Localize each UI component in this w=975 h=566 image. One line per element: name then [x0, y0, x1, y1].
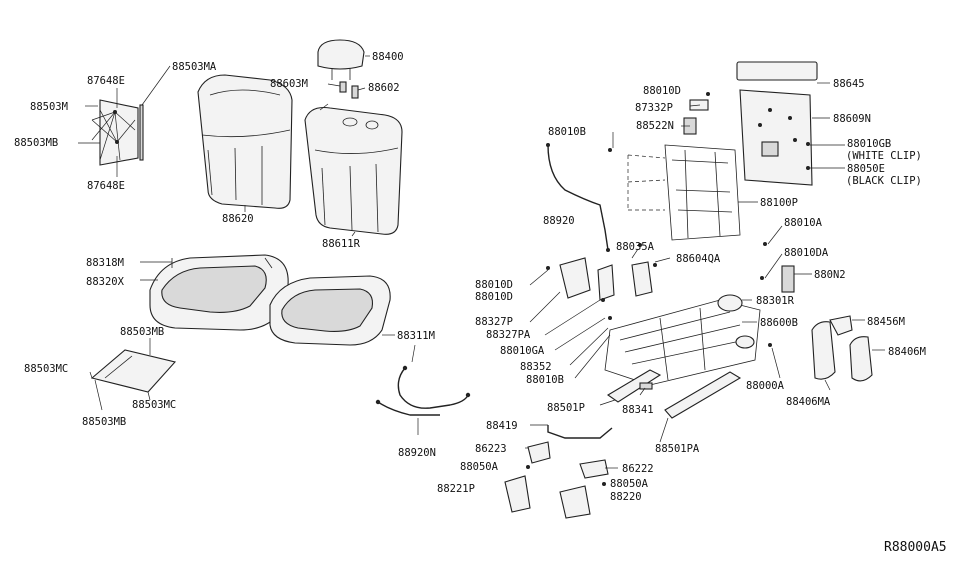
label-88406M: 88406M	[888, 346, 926, 358]
label-87648E-bottom: 87648E	[87, 180, 125, 192]
label-88327P: 88327P	[475, 316, 513, 328]
label-88221P: 88221P	[437, 483, 475, 495]
seat-cushion-frame	[604, 294, 761, 386]
label-88100P: 88100P	[760, 197, 798, 209]
label-88920N: 88920N	[398, 447, 436, 459]
label-88010B-bottom: 88010B	[526, 374, 564, 386]
back-board-assembly	[91, 99, 144, 166]
label-86223: 86223	[475, 443, 507, 455]
label-88050A-right: 88050A	[610, 478, 649, 490]
label-88010DA: 88010DA	[784, 247, 829, 259]
label-88522N: 88522N	[636, 120, 674, 132]
label-88220: 88220	[610, 491, 642, 503]
diagram-reference-code: R88000A5	[884, 540, 947, 555]
headrest	[317, 39, 365, 80]
label-88000A: 88000A	[746, 380, 785, 392]
label-white-clip: (WHITE CLIP)	[846, 150, 922, 162]
label-88611R: 88611R	[322, 238, 361, 250]
seat-pad-sheet	[90, 349, 177, 393]
seat-back-trim	[304, 106, 403, 235]
label-88010D-mid2: 88010D	[475, 291, 513, 303]
label-88419: 88419	[486, 420, 518, 432]
label-88503MA: 88503MA	[172, 61, 217, 73]
label-88503MB-bottom: 88503MB	[82, 416, 126, 428]
label-88352: 88352	[520, 361, 552, 373]
label-88604QA: 88604QA	[676, 253, 721, 265]
label-88645: 88645	[833, 78, 865, 90]
label-88327PA: 88327PA	[486, 329, 531, 341]
release-rod	[547, 425, 613, 439]
label-88456M: 88456M	[867, 316, 905, 328]
headrest-guides	[327, 81, 366, 99]
label-86222: 86222	[622, 463, 654, 475]
label-88318M: 88318M	[86, 257, 124, 269]
label-88050A-left: 88050A	[460, 461, 499, 473]
seat-cushion-right	[269, 275, 391, 346]
label-88602: 88602	[368, 82, 400, 94]
label-88503MC-a: 88503MC	[24, 363, 68, 375]
seat-cushion-left	[149, 254, 289, 331]
label-88320X: 88320X	[86, 276, 125, 288]
label-88620: 88620	[222, 213, 254, 225]
label-87332P: 87332P	[635, 102, 673, 114]
seat-slide-rails	[606, 369, 742, 419]
label-88010GA: 88010GA	[500, 345, 545, 357]
label-88010B-top: 88010B	[548, 126, 586, 138]
label-88010A: 88010A	[784, 217, 823, 229]
label-880N2: 880N2	[814, 269, 846, 281]
label-88503M: 88503M	[30, 101, 68, 113]
label-88010D-top: 88010D	[643, 85, 681, 97]
label-88503MB-left: 88503MB	[14, 137, 58, 149]
label-88341: 88341	[622, 404, 654, 416]
wire-harness-cushion	[375, 365, 471, 416]
label-88050E: 88050E	[847, 163, 885, 175]
label-88301R: 88301R	[756, 295, 795, 307]
label-87648E-top: 87648E	[87, 75, 125, 87]
label-88609N: 88609N	[833, 113, 871, 125]
label-88010D-mid: 88010D	[475, 279, 513, 291]
label-88501P: 88501P	[547, 402, 585, 414]
label-88503MB-mid: 88503MB	[120, 326, 164, 338]
part-labels: 88503MA 87648E 88503M 88503MB 87648E 886…	[14, 51, 947, 555]
label-88311M: 88311M	[397, 330, 435, 342]
label-black-clip: (BLACK CLIP)	[846, 175, 922, 187]
label-88035A: 88035A	[616, 241, 655, 253]
label-88501PA: 88501PA	[655, 443, 700, 455]
label-88010GB: 88010GB	[847, 138, 891, 150]
seat-back-cover	[197, 74, 293, 209]
label-88920: 88920	[543, 215, 575, 227]
wire-harness-back	[546, 143, 610, 252]
seat-back-board	[736, 61, 818, 186]
label-88600B: 88600B	[760, 317, 798, 329]
label-88406MA: 88406MA	[786, 396, 831, 408]
label-88503MC-b: 88503MC	[132, 399, 176, 411]
lever-knobs	[504, 441, 609, 519]
label-88603M: 88603M	[270, 78, 308, 90]
label-88400: 88400	[372, 51, 404, 63]
center-trim-pieces	[546, 243, 657, 320]
bracket-880n2	[760, 242, 795, 293]
seat-side-covers	[811, 315, 873, 382]
